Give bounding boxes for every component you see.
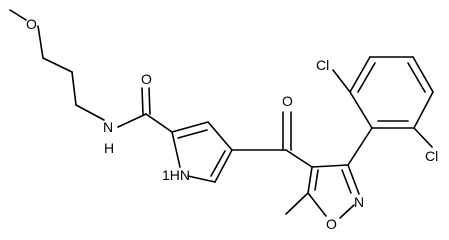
bond-ph-2 <box>349 56 371 93</box>
bond-C-Cl-top <box>332 69 351 93</box>
bond-iso-N-O <box>339 204 355 219</box>
atom-label-O-amide: O <box>141 71 152 87</box>
atom-label-Cl-top: Cl <box>316 57 329 73</box>
bond-C4-C5-inner <box>210 150 226 177</box>
bond-methyl-iso <box>285 192 309 215</box>
bond-CH2-CH2 <box>42 57 73 73</box>
bond-C2-C3-inner <box>177 129 208 139</box>
bond-C-O-double-1 <box>141 87 144 115</box>
atom-label-N-isoxazole: N <box>354 194 364 210</box>
bond-N-C-carbonyl <box>117 113 147 128</box>
bond-iso-C3-N <box>347 164 360 195</box>
bond-iso-phenyl <box>347 127 373 166</box>
bond-O-CH2 <box>37 25 44 59</box>
atom-label-layer: O N H O 1HN O Cl Cl N O <box>26 16 438 232</box>
bond-ph-4 <box>412 56 434 93</box>
bond-ph-2-inner <box>357 62 376 93</box>
bond-layer <box>9 9 434 219</box>
atom-label-Cl-right: Cl <box>425 148 438 164</box>
bond-ph-1 <box>349 91 373 129</box>
bond-carbonyl-C2 <box>145 113 173 133</box>
bond-iso-C4-C3 <box>311 164 349 168</box>
bond-CH2-CH2-b <box>71 71 77 106</box>
bond-ph-5 <box>413 91 434 129</box>
bond-C4-C5 <box>214 149 233 183</box>
atom-label-H-amide: H <box>104 140 114 156</box>
bond-ketone-isoxazole <box>285 149 313 168</box>
bond-iso-C5-C4-inner <box>314 169 319 191</box>
bond-iso-O-C5 <box>307 192 327 217</box>
bond-C-O-double-2 <box>148 87 151 115</box>
atom-label-O-methoxy: O <box>26 16 37 32</box>
bond-methyl-O <box>9 9 27 21</box>
atom-label-N-amide: N <box>103 119 113 135</box>
bond-C5-N1 <box>187 175 216 183</box>
bond-CH2-N <box>75 104 105 121</box>
bond-ph-4-inner <box>407 62 426 93</box>
bond-iso-C5-C4 <box>307 166 313 194</box>
atom-label-O-ketone: O <box>282 93 293 109</box>
bond-N1-C2 <box>171 131 181 168</box>
atom-label-NH-pyrrole: 1HN <box>162 167 190 183</box>
bond-C3-C4 <box>207 121 233 151</box>
bond-C2-C3 <box>171 121 209 133</box>
bond-iso-C3-N-inner <box>341 169 352 194</box>
atom-label-O-isoxazole: O <box>326 216 337 232</box>
chemical-structure-diagram: O N H O 1HN O Cl Cl N O <box>9 9 438 232</box>
bond-C-Cl-right <box>413 127 433 148</box>
